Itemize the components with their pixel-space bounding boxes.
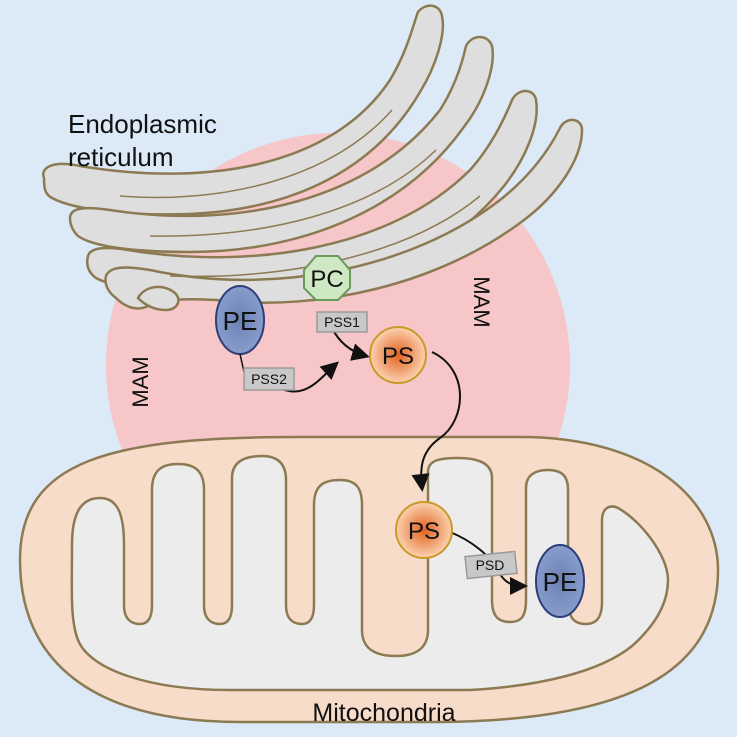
mitochondria-inner-membrane — [70, 454, 670, 692]
pe-molecule-er: PE — [215, 285, 265, 373]
ps-transport-arrow — [411, 351, 461, 492]
pe-molecule-mito: PE — [535, 544, 585, 618]
mam-label-right: MAM — [469, 276, 494, 327]
pe-er-label: PE — [223, 306, 258, 336]
pss2-enzyme: PSS2 — [243, 367, 295, 391]
pss1-label: PSS1 — [324, 314, 360, 330]
pss2-label: PSS2 — [251, 371, 287, 387]
psd-enzyme: PSD — [464, 550, 518, 580]
pss1-enzyme: PSS1 — [316, 311, 368, 333]
ps-mam-label: PS — [382, 343, 414, 370]
pc-molecule: PC — [303, 255, 351, 301]
psd-label: PSD — [476, 557, 505, 573]
er-label-line1: Endoplasmic — [68, 109, 217, 139]
ps-molecule-mam: PS — [369, 326, 427, 384]
mam-label-left: MAM — [128, 356, 153, 407]
ps-molecule-mito: PS — [395, 501, 453, 559]
pe-mito-label: PE — [543, 567, 578, 597]
mitochondria-label: Mitochondria — [312, 699, 455, 727]
pc-label: PC — [310, 266, 343, 293]
er-label-line2: reticulum — [68, 142, 173, 172]
ps-mito-label: PS — [408, 518, 440, 545]
